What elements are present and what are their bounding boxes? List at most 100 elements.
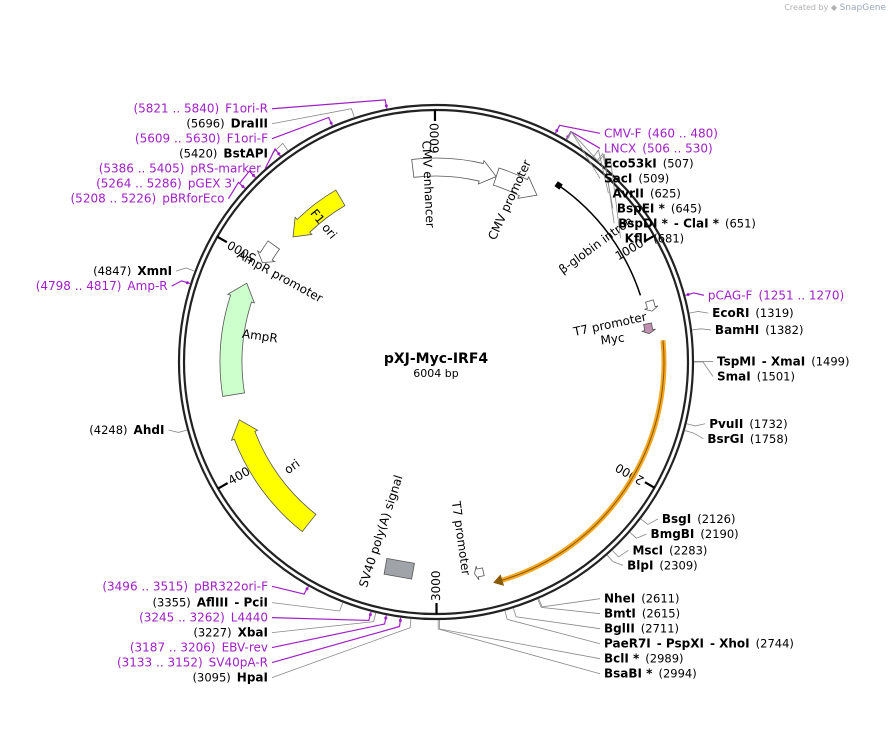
enzyme-name: PaeR7I	[604, 636, 651, 650]
enzyme-name: AflIII	[197, 595, 229, 609]
primer-text: (5821 .. 5840)	[133, 101, 219, 115]
enzyme-position: (2994)	[658, 666, 696, 680]
site-label-bsgi-2126: BsgI(2126)	[662, 511, 736, 525]
enzyme-position: (1758)	[750, 431, 788, 445]
enzyme-position: (3227)	[193, 625, 231, 639]
enzyme-name: SacI	[604, 171, 632, 185]
primer-marker-3133	[398, 619, 402, 623]
feature-t7-promoter-1	[644, 299, 659, 312]
site-label-bmti-2615: BmtI(2615)	[604, 606, 680, 620]
feature-irf4-head	[493, 574, 505, 586]
leader-1758	[684, 430, 704, 440]
site-label-5264-5286-pgex-3: (5264 .. 5286)pGEX 3'	[96, 176, 235, 190]
enzyme-name: - XhoI	[710, 636, 750, 650]
enzyme-position: (4847)	[93, 264, 131, 278]
primer-text: (460 .. 480)	[647, 126, 717, 140]
site-label-msci-2283: MscI (2283)	[632, 543, 707, 557]
feature-beta-globin-intron	[558, 184, 642, 296]
site-label-cmv-f-460-480: CMV-F(460 .. 480)	[604, 126, 718, 140]
leader-3496	[271, 585, 310, 595]
primer-text: L4440	[231, 610, 268, 624]
site-label-lncx-506-530: LNCX(506 .. 530)	[604, 141, 713, 155]
enzyme-name: HpaI	[237, 670, 268, 684]
enzyme-name: BspDI *	[618, 216, 668, 230]
leader-2126	[640, 518, 659, 525]
site-label-3095-hpai: (3095) HpaI	[193, 670, 268, 684]
primer-marker-460	[555, 129, 559, 133]
feature-ori-label: ori	[282, 456, 303, 477]
primer-text: (5264 .. 5286)	[96, 176, 182, 190]
enzyme-name: BclI *	[604, 651, 640, 665]
snapgene-credit: Created by ◆ SnapGene	[784, 3, 886, 13]
enzyme-position: (2611)	[641, 591, 679, 605]
leader-625	[592, 149, 609, 194]
leader-2615	[537, 598, 601, 615]
enzyme-position: (2989)	[645, 651, 683, 665]
site-label-paer7i-pspxi-xhoi-2744: PaeR7I- PspXI- XhoI(2744)	[604, 636, 794, 650]
enzyme-name: BspEI *	[617, 201, 666, 215]
primer-text: pRS-marker	[190, 161, 261, 175]
primer-text: (3133 .. 3152)	[117, 655, 203, 669]
tick-label-3000: 3000	[429, 570, 443, 601]
leader-3095	[271, 618, 412, 678]
enzyme-name: PvuII	[709, 416, 743, 430]
enzyme-position: (625)	[650, 186, 681, 200]
enzyme-name: BglII	[604, 621, 635, 635]
primer-text: (3245 .. 3262)	[139, 610, 225, 624]
leader-2611	[538, 598, 601, 608]
feature-cmv-enhancer-label: CMV enhancer	[419, 140, 437, 228]
enzyme-position: (645)	[671, 201, 702, 215]
primer-marker-3496	[305, 587, 309, 591]
leader-2711	[512, 608, 601, 630]
enzyme-name: - XmaI	[762, 354, 805, 368]
site-label-pcag-f-1251-1270: pCAG-F (1251 .. 1270)	[708, 288, 844, 302]
enzyme-position: (5696)	[186, 116, 224, 130]
enzyme-name: BmtI	[604, 606, 636, 620]
primer-text: (1251 .. 1270)	[758, 288, 844, 302]
snapgene-logo-icon: ◆	[830, 3, 838, 12]
site-label-3227-xbai: (3227)XbaI	[193, 625, 268, 639]
feature-ampr	[219, 282, 256, 397]
primer-text: (3496 .. 3515)	[102, 579, 188, 593]
site-label-4798-4817-amp-r: (4798 .. 4817)Amp-R	[36, 279, 168, 293]
primer-marker-1251	[686, 292, 690, 296]
enzyme-name: Eco53kI	[604, 156, 657, 170]
site-label-saci-509: SacI (509)	[604, 171, 669, 185]
enzyme-name: BsgI	[662, 511, 691, 525]
tick-5000	[216, 235, 228, 244]
leader-5821	[271, 99, 388, 110]
primer-marker-3245	[368, 613, 372, 617]
leader-2283	[612, 550, 629, 558]
feature-irf4-core	[499, 340, 665, 582]
site-label-ecori-1319: EcoRI(1319)	[712, 306, 794, 320]
feature-ori	[230, 419, 317, 533]
site-label-bsabi-2994: BsaBI *(2994)	[604, 666, 697, 680]
enzyme-position: (509)	[638, 171, 669, 185]
feature-f1-ori	[292, 189, 346, 238]
primer-text: pCAG-F	[708, 288, 753, 302]
site-label-pvuii-1732: PvuII(1732)	[709, 416, 787, 430]
tick-label-6000: 6000	[427, 123, 441, 154]
enzyme-position: (1319)	[755, 306, 793, 320]
backbone-outer-ring	[177, 103, 695, 621]
enzyme-position: (2283)	[669, 543, 707, 557]
feature-myc-label: Myc	[600, 331, 626, 348]
credit-brand: SnapGene	[839, 3, 886, 13]
primer-text: F1ori-F	[227, 131, 268, 145]
site-label-nhei-2611: NheI(2611)	[604, 591, 679, 605]
site-label-bspei-645: BspEI * (645)	[617, 201, 702, 215]
feature-cmv-promoter	[492, 167, 538, 199]
site-label-5420-bstapi: (5420)BstAPI	[179, 146, 268, 160]
enzyme-position: (3095)	[193, 670, 231, 684]
enzyme-name: MscI	[632, 543, 663, 557]
credit-prefix: Created by	[784, 3, 829, 12]
site-label-5609-5630-f1ori-f: (5609 .. 5630)F1ori-F	[135, 131, 268, 145]
leader-509	[566, 131, 601, 179]
leader-1732	[686, 423, 706, 427]
site-label-3133-3152-sv40pa-r: (3133 .. 3152)SV40pA-R	[117, 655, 268, 669]
leader-2989	[439, 619, 601, 660]
leader-507	[566, 131, 601, 164]
leader-1319	[689, 311, 709, 314]
